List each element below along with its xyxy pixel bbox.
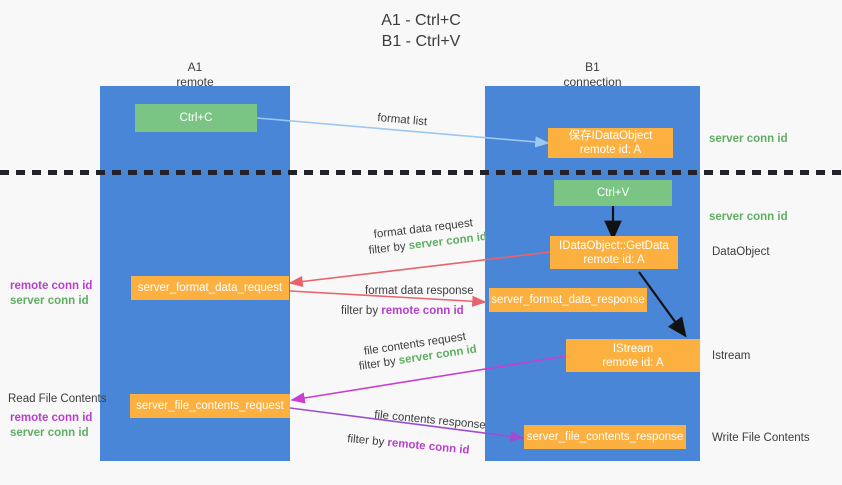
- file-contents-response-filter-key: remote conn id: [386, 436, 471, 457]
- node-server-format-data-request-label: server_format_data_request: [137, 282, 283, 294]
- node-ctrl-v-label: Ctrl+V: [596, 187, 630, 199]
- node-save-idataobject-line1: 保存IDataObject: [568, 130, 653, 142]
- node-server-file-contents-request[interactable]: server_file_contents_request: [130, 394, 290, 418]
- lane-header-a1-sub: remote: [176, 75, 214, 89]
- node-server-format-data-request[interactable]: server_format_data_request: [131, 276, 289, 300]
- node-ctrl-c[interactable]: Ctrl+C: [135, 104, 257, 132]
- node-server-file-contents-request-label: server_file_contents_request: [136, 400, 284, 412]
- node-save-idataobject-line2: remote id: A: [579, 144, 642, 156]
- node-server-format-data-response[interactable]: server_format_data_response: [489, 288, 647, 312]
- node-istream[interactable]: IStream remote id: A: [566, 339, 700, 372]
- lane-header-a1: A1 remote: [100, 60, 290, 90]
- node-server-file-contents-response-label: server_file_contents_response: [526, 431, 684, 443]
- edge-label-format-data-response-filter: filter by remote conn id: [341, 304, 464, 319]
- annotation-server-conn-id-top: server conn id: [709, 133, 788, 145]
- title-line-1: A1 - Ctrl+C: [381, 12, 461, 29]
- node-ctrl-v[interactable]: Ctrl+V: [554, 180, 672, 206]
- edge-label-file-contents-response-filter: filter by remote conn id: [347, 432, 471, 459]
- annotation-write-file-contents: Write File Contents: [712, 432, 810, 444]
- annotation-istream: Istream: [712, 350, 751, 362]
- node-istream-line2: remote id: A: [602, 356, 664, 369]
- annotation-read-file-contents: Read File Contents: [8, 393, 107, 405]
- annotation-server-conn-id-2: server conn id: [10, 427, 89, 439]
- edge-label-file-contents-response: file contents response: [373, 408, 487, 432]
- lane-header-a1-name: A1: [187, 60, 203, 74]
- edge-label-format-data-response: format data response: [365, 285, 474, 297]
- annotation-server-conn-id-1: server conn id: [10, 295, 89, 307]
- annotation-remote-conn-id-2: remote conn id: [10, 412, 93, 424]
- format-data-response-filter-key: remote conn id: [381, 305, 464, 317]
- node-idataobject-getdata-line2: remote id: A: [583, 253, 645, 266]
- node-server-file-contents-response[interactable]: server_file_contents_response: [524, 425, 686, 449]
- lane-header-b1-name: B1: [585, 60, 600, 74]
- lane-header-b1: B1 connection: [485, 60, 700, 90]
- annotation-remote-conn-id-1: remote conn id: [10, 280, 93, 292]
- format-data-response-filter-prefix: filter by: [341, 305, 382, 317]
- page-title: A1 - Ctrl+C B1 - Ctrl+V: [0, 10, 842, 52]
- node-idataobject-getdata[interactable]: IDataObject::GetData remote id: A: [550, 236, 678, 269]
- annotation-dataobject: DataObject: [712, 246, 770, 258]
- file-contents-response-filter-prefix: filter by: [346, 432, 388, 449]
- annotation-server-conn-id-mid: server conn id: [709, 211, 788, 223]
- phase-separator: [0, 170, 842, 175]
- node-ctrl-c-label: Ctrl+C: [179, 112, 213, 124]
- node-server-format-data-response-label: server_format_data_response: [491, 294, 645, 306]
- title-line-2: B1 - Ctrl+V: [381, 33, 461, 50]
- edge-label-format-list: format list: [376, 111, 428, 129]
- node-save-idataobject[interactable]: 保存IDataObject remote id: A: [548, 128, 673, 158]
- lane-header-b1-sub: connection: [563, 75, 622, 89]
- node-istream-line1: IStream: [612, 342, 654, 355]
- node-idataobject-getdata-line1: IDataObject::GetData: [559, 239, 669, 252]
- format-data-request-filter-prefix: filter by: [368, 240, 410, 257]
